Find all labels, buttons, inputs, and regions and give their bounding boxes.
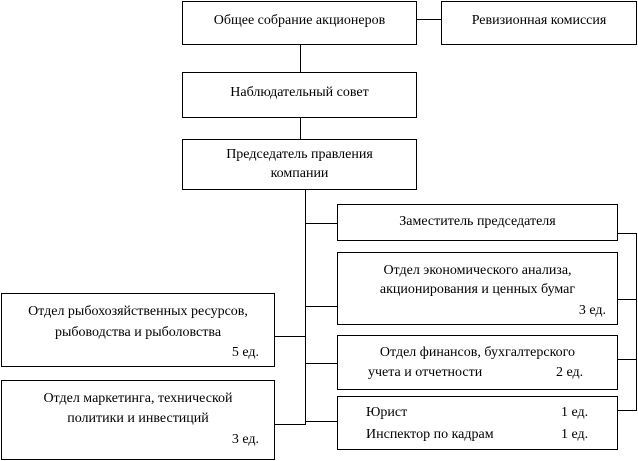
node-economic-dept: Отдел экономического анализа, акциониров…	[337, 252, 618, 325]
node-label-line1: Отдел маркетинга, технической	[43, 391, 233, 406]
hr-label: Инспектор по кадрам	[366, 427, 494, 442]
node-deputy: Заместитель председателя	[337, 204, 618, 241]
node-label-line1: Отдел экономического анализа,	[383, 263, 572, 278]
node-label: Ревизионная комиссия	[471, 13, 607, 28]
node-label-line2: акционирования и ценных бумаг	[379, 282, 576, 297]
node-label: Наблюдательный совет	[230, 85, 369, 100]
node-label: Общее собрание акционеров	[213, 13, 386, 28]
staff-count: 3 ед.	[578, 303, 606, 318]
node-finance-dept: Отдел финансов, бухгалтерского учета и о…	[337, 335, 618, 390]
node-label-line2: компании	[270, 166, 329, 181]
node-label-line1: Отдел финансов, бухгалтерского	[379, 345, 576, 360]
node-label-line2: политики и инвестиций	[67, 411, 209, 426]
node-marketing-dept: Отдел маркетинга, технической политики и…	[1, 380, 275, 460]
staff-count: 5 ед.	[231, 345, 259, 360]
node-general-meeting: Общее собрание акционеров	[182, 1, 417, 45]
node-label: Заместитель председателя	[399, 214, 556, 229]
node-fishery-dept: Отдел рыбохозяйственных ресурсов, рыбово…	[1, 293, 275, 367]
node-supervisory-board: Наблюдательный совет	[182, 72, 417, 118]
hr-staff: 1 ед.	[561, 427, 589, 442]
node-label-line1: Председатель правления	[226, 147, 373, 162]
lawyer-label: Юрист	[366, 405, 408, 420]
node-label-line2: учета и отчетности	[368, 365, 483, 380]
node-chairman: Председатель правления компании	[182, 139, 417, 190]
deputy-bracket	[617, 233, 637, 411]
node-legal-hr: Юрист 1 ед. Инспектор по кадрам 1 ед.	[337, 396, 618, 450]
node-label-line1: Отдел рыбохозяйственных ресурсов,	[28, 304, 248, 319]
lawyer-staff: 1 ед.	[561, 405, 589, 420]
node-audit-commission: Ревизионная комиссия	[441, 1, 637, 45]
staff-count: 2 ед.	[556, 365, 584, 380]
node-label-line2: рыбоводства и рыболовства	[54, 325, 222, 340]
staff-count: 3 ед.	[231, 432, 259, 447]
